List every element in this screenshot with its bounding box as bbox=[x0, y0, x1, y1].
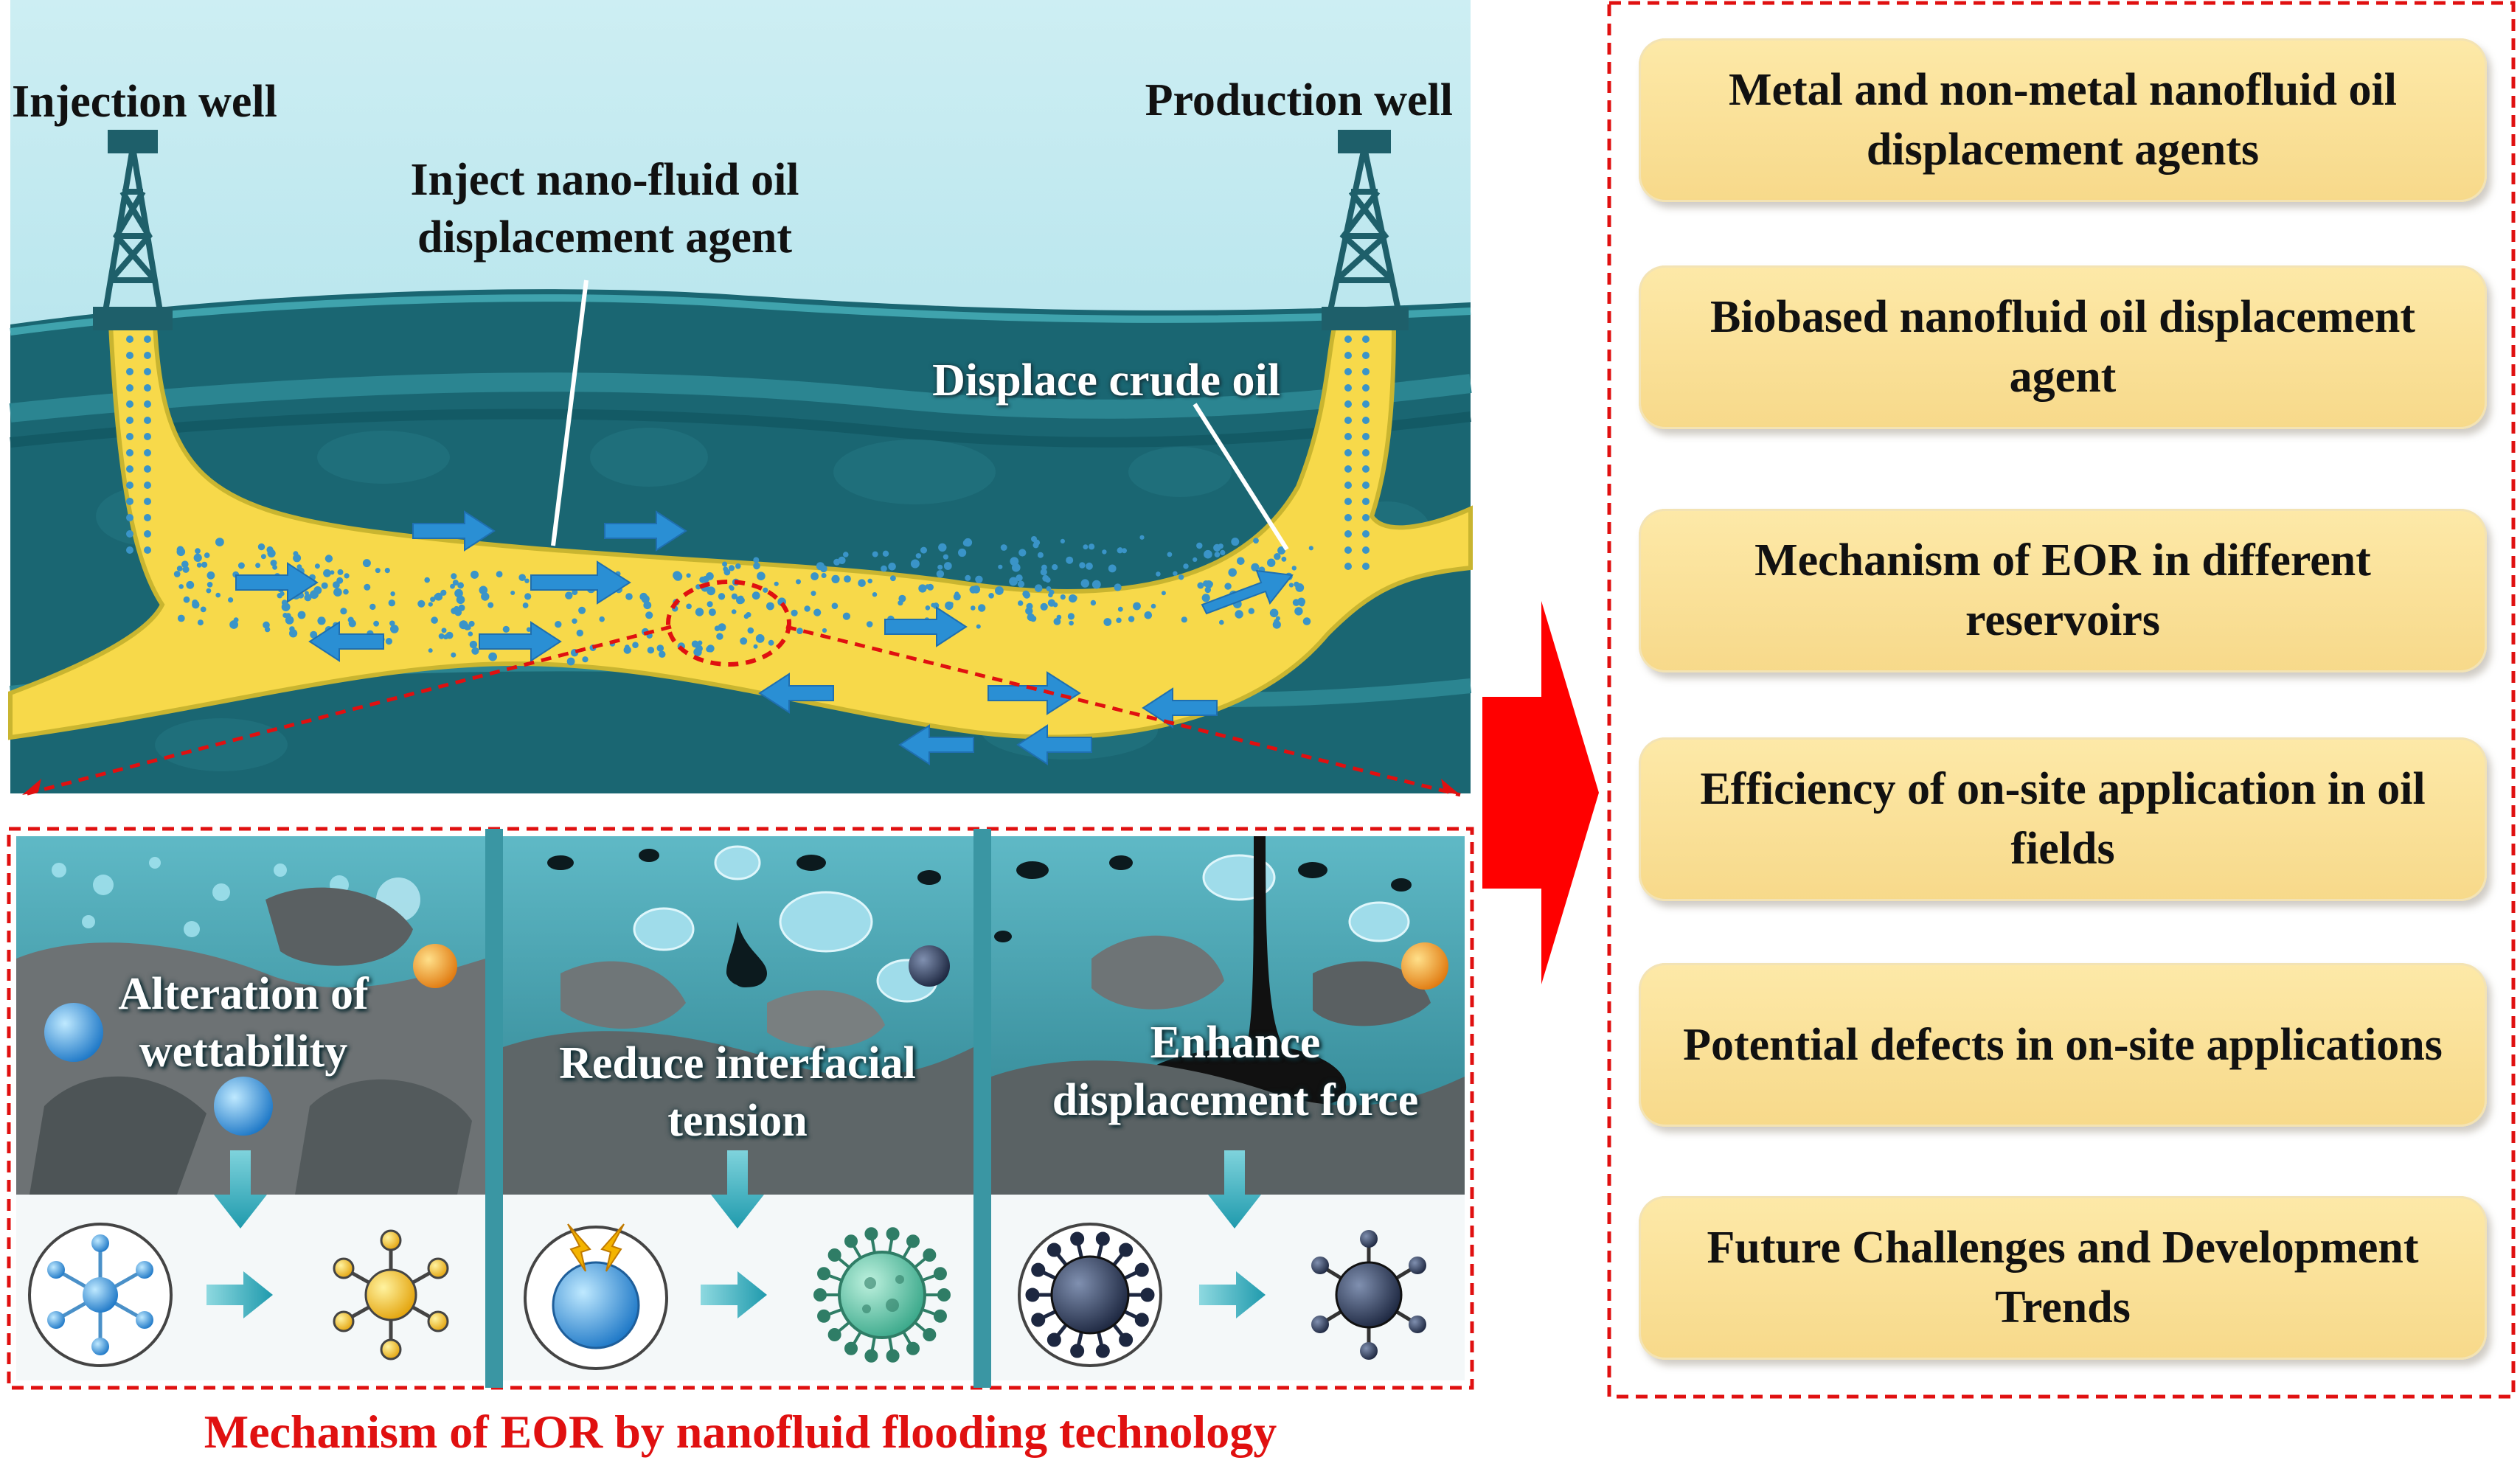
molecule-gold-icon bbox=[333, 1229, 449, 1361]
production-well-label: Production well bbox=[1145, 75, 1453, 125]
virus-dark-icon bbox=[1018, 1223, 1162, 1367]
molecule-dark-icon bbox=[1311, 1230, 1426, 1360]
figure-caption: Mechanism of EOR by nanofluid flooding t… bbox=[204, 1405, 1277, 1458]
topic-text: Future Challenges and Development Trends bbox=[1707, 1223, 2419, 1332]
mechanism-label-interfacial-tension: Reduce interfacial tension bbox=[559, 1038, 916, 1146]
topic-box-efficiency: Efficiency of on-site application in oil… bbox=[1639, 737, 2487, 901]
topic-box-future-challenges: Future Challenges and Development Trends bbox=[1639, 1196, 2487, 1360]
topic-box-defects: Potential defects in on-site application… bbox=[1639, 963, 2487, 1127]
zoom-circle bbox=[666, 580, 791, 667]
topic-text: Biobased nanofluid oil displacement agen… bbox=[1709, 292, 2416, 402]
charged-sphere-icon bbox=[524, 1223, 668, 1370]
molecule-blue-icon bbox=[28, 1223, 173, 1367]
injection-well-label: Injection well bbox=[12, 77, 277, 127]
inject-agent-label: Inject nano-fluid oil displacement agent bbox=[410, 155, 799, 263]
displace-pointer bbox=[1193, 403, 1289, 551]
topic-text: Efficiency of on-site application in oil… bbox=[1700, 764, 2426, 874]
production-well-derrick bbox=[1322, 130, 1409, 330]
injection-well-derrick bbox=[93, 130, 173, 330]
displace-crude-oil-label: Displace crude oil bbox=[932, 355, 1280, 406]
nanoparticle-dots bbox=[126, 336, 1370, 666]
big-red-arrow bbox=[1482, 601, 1599, 984]
mechanism-panel-3 bbox=[991, 836, 1465, 1195]
virus-green-icon bbox=[813, 1227, 951, 1363]
mechanism-label-wettability: Alteration of wettability bbox=[118, 969, 369, 1077]
mechanism-panel-1 bbox=[16, 836, 485, 1195]
topic-text: Mechanism of EOR in different reservoirs bbox=[1754, 535, 2371, 645]
topics-frame bbox=[1607, 1, 2516, 1399]
topic-box-mechanism-reservoirs: Mechanism of EOR in different reservoirs bbox=[1639, 509, 2487, 673]
topic-box-biobased: Biobased nanofluid oil displacement agen… bbox=[1639, 265, 2487, 429]
inject-pointer bbox=[551, 279, 589, 546]
topic-box-metal-nonmetal: Metal and non-metal nanofluid oil displa… bbox=[1639, 38, 2487, 202]
mechanism-label-displacement-force: Enhance displacement force bbox=[1052, 1018, 1419, 1125]
topic-text: Metal and non-metal nanofluid oil displa… bbox=[1729, 65, 2397, 175]
mechanism-frame bbox=[7, 827, 1474, 1390]
mechanism-panel-2 bbox=[503, 836, 973, 1195]
reservoir-illustration bbox=[8, 0, 1473, 797]
topic-text: Potential defects in on-site application… bbox=[1683, 1019, 2443, 1070]
